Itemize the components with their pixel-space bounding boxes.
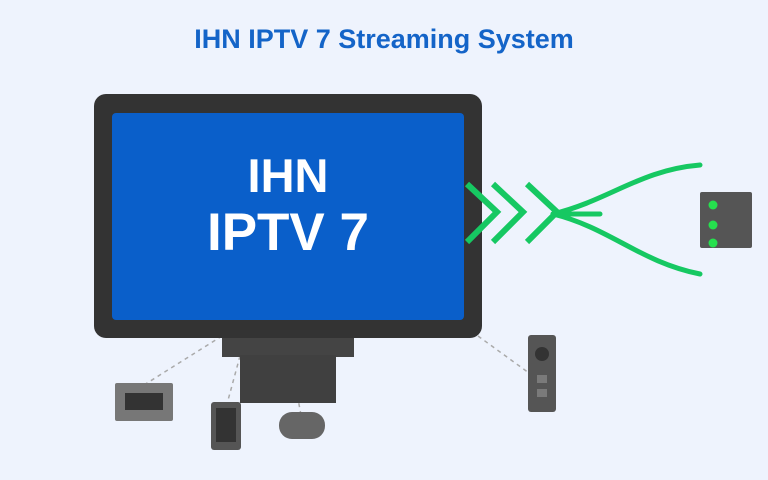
gamepad-body xyxy=(279,412,325,439)
router-icon xyxy=(700,192,752,248)
connector-set-top-box xyxy=(143,335,223,386)
tv-stand-top xyxy=(222,335,354,357)
signal-curve-bottom xyxy=(550,211,703,277)
smartphone-icon xyxy=(211,402,241,450)
remote-body xyxy=(528,335,556,412)
set-top-box-display xyxy=(125,393,163,410)
signal-curve-top xyxy=(550,162,703,217)
router-light-2 xyxy=(708,220,718,230)
signal-chevron-1 xyxy=(464,181,502,245)
tv: IHN IPTV 7 xyxy=(94,94,482,338)
router-light-1 xyxy=(708,200,718,210)
remote-control-icon xyxy=(528,335,556,412)
set-top-box-icon xyxy=(115,383,173,421)
remote-button-2 xyxy=(537,389,547,397)
screen-brand-text: IHN xyxy=(248,149,329,202)
signal-curves xyxy=(550,162,703,277)
screen-product-text: IPTV 7 xyxy=(207,203,369,262)
remote-button-1 xyxy=(537,375,547,383)
connector-remote xyxy=(477,335,530,374)
tv-stand xyxy=(222,335,354,403)
signal-chevron-2 xyxy=(490,181,528,245)
gamepad-icon xyxy=(279,412,325,439)
router-light-3 xyxy=(708,238,718,248)
router-body xyxy=(700,192,752,248)
phone-screen xyxy=(216,408,236,442)
tv-screen xyxy=(112,113,464,320)
diagram-title: IHN IPTV 7 Streaming System xyxy=(194,24,574,54)
remote-dpad xyxy=(535,347,549,361)
tv-stand-base xyxy=(240,355,336,403)
connector-phone xyxy=(226,355,241,405)
